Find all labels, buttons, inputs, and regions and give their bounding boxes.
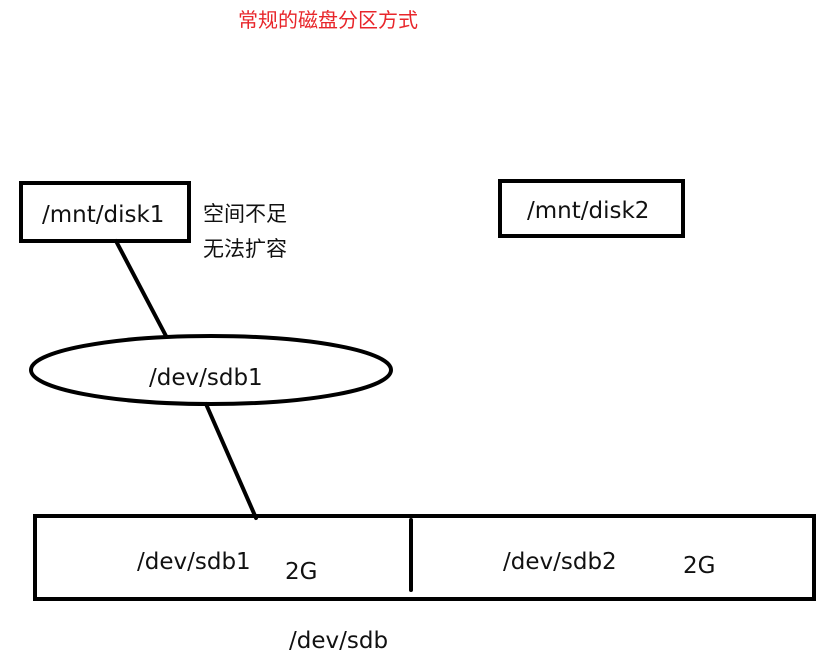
disk-name-label: /dev/sdb [289, 628, 389, 654]
connector-partition-to-disk [204, 402, 258, 520]
note-line-2: 无法扩容 [203, 237, 287, 261]
partition-name-sdb2: /dev/sdb2 [503, 549, 617, 575]
disk-box [33, 514, 816, 601]
mount-box-disk1 [19, 181, 191, 243]
partition-size-sdb2: 2G [683, 553, 716, 579]
partition-name-sdb1: /dev/sdb1 [137, 549, 251, 575]
partition-oval [29, 334, 393, 406]
connector-mount-to-partition [114, 239, 168, 338]
mount-label-disk1: /mnt/disk1 [42, 202, 165, 228]
mount-box-disk2 [498, 179, 685, 238]
partition-size-sdb1: 2G [285, 559, 318, 585]
mount-label-disk2: /mnt/disk2 [527, 198, 650, 224]
note-line-1: 空间不足 [203, 202, 287, 226]
diagram-title: 常规的磁盘分区方式 [238, 8, 418, 32]
partition-oval-label: /dev/sdb1 [149, 365, 263, 391]
